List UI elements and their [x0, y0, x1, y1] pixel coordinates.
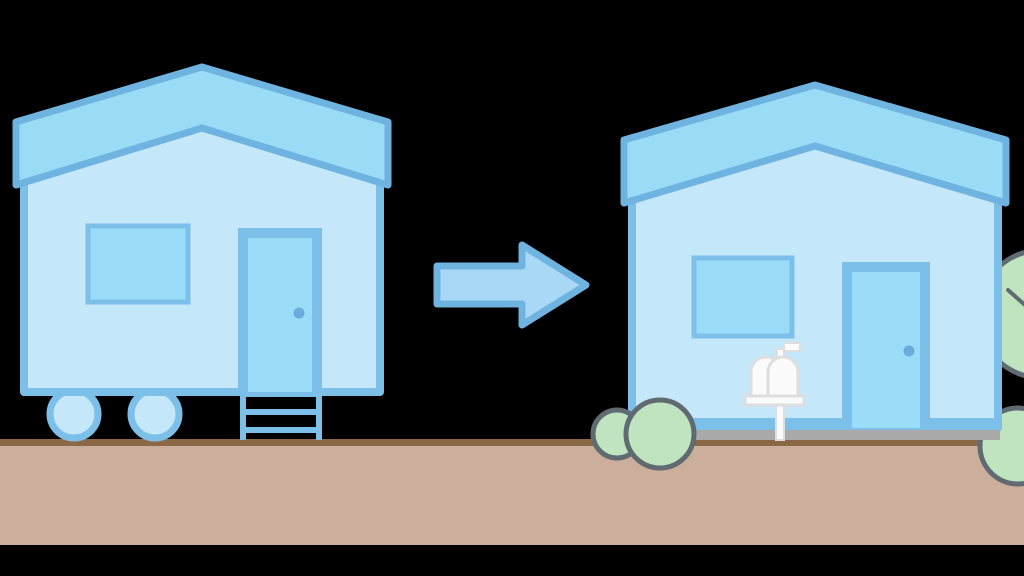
- mailbox-post: [775, 404, 785, 441]
- mailbox-body-back: [766, 355, 800, 400]
- mailbox[interactable]: [743, 342, 806, 441]
- right-house-door-knob[interactable]: [903, 345, 915, 357]
- wheel-left: [46, 386, 102, 442]
- left-house-door-knob[interactable]: [293, 307, 305, 319]
- bush-large: [623, 397, 697, 471]
- bushes-left: [590, 397, 697, 471]
- ground-soil: [0, 446, 1024, 545]
- ground: [0, 439, 1024, 545]
- right-house[interactable]: [590, 81, 1024, 487]
- arrow-shape: [433, 241, 590, 329]
- right-house-roof-band: [620, 81, 1010, 207]
- left-house-roof-band: [12, 63, 392, 189]
- right-house-window: [691, 255, 795, 339]
- left-house[interactable]: [12, 63, 392, 442]
- tree-branch: [1006, 288, 1024, 307]
- transformation-arrow: [433, 241, 590, 329]
- mailbox-flag[interactable]: [783, 342, 801, 352]
- left-house-window: [85, 223, 191, 305]
- ground-top-band: [0, 439, 1024, 447]
- wheel-right: [127, 386, 183, 442]
- left-house-wheels: [46, 386, 183, 442]
- right-house-foundation: [630, 430, 1000, 440]
- mailbox-base-plate: [743, 394, 806, 407]
